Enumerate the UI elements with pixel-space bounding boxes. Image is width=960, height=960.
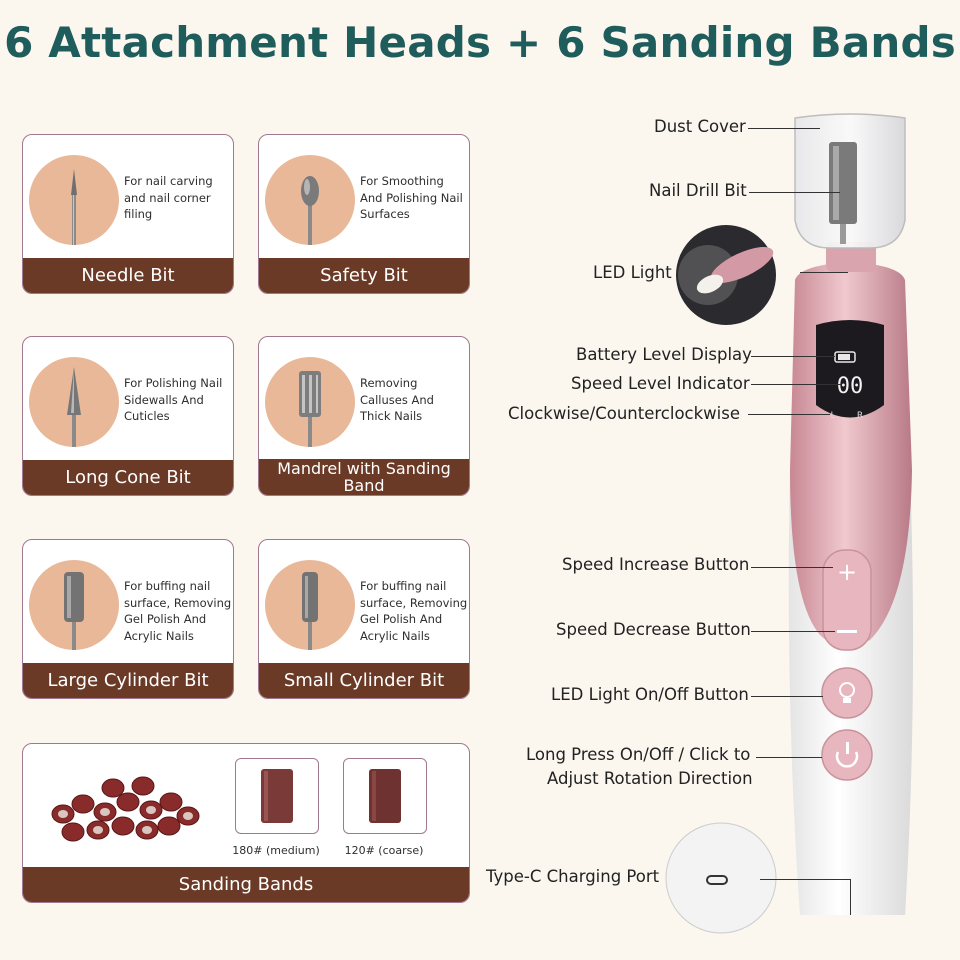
callout-power-button-line1: Long Press On/Off / Click to [526, 745, 751, 764]
attachment-card-safety: For Smoothing And Polishing Nail Surface… [258, 134, 470, 294]
safety-bit-icon [265, 155, 355, 245]
small-cylinder-bit-icon [265, 560, 355, 650]
callout-speed-level: Speed Level Indicator [571, 374, 750, 393]
leader-line [800, 272, 848, 273]
sanding-bands-label: Sanding Bands [23, 867, 469, 902]
callout-battery-level: Battery Level Display [576, 345, 752, 364]
callout-power-button-line2: Adjust Rotation Direction [547, 769, 753, 788]
attachment-desc: For buffing nail surface, Removing Gel P… [360, 579, 468, 643]
attachment-label: Safety Bit [259, 258, 469, 293]
attachment-label: Needle Bit [23, 258, 233, 293]
sanding-bands-card: 180# (medium) 120# (coarse) Sanding Band… [22, 743, 470, 903]
attachment-label: Small Cylinder Bit [259, 663, 469, 698]
leader-line [751, 384, 841, 385]
mandrel-bit-icon [265, 357, 355, 447]
band-coarse-swatch [343, 758, 427, 834]
attachment-card-mandrel: Removing Calluses And Thick Nails Mandre… [258, 336, 470, 496]
callout-speed-increase: Speed Increase Button [562, 555, 750, 574]
leader-line [748, 414, 830, 415]
callout-nail-drill-bit: Nail Drill Bit [649, 181, 747, 200]
band-medium-swatch [235, 758, 319, 834]
callout-led-button: LED Light On/Off Button [551, 685, 749, 704]
svg-text:00: 00 [837, 374, 864, 399]
leader-line [751, 631, 835, 632]
callout-dust-cover: Dust Cover [654, 117, 746, 136]
callout-rotation: Clockwise/Counterclockwise [508, 404, 740, 423]
sanding-bands-pile-image [51, 776, 200, 842]
grit-coarse-label: 120# (coarse) [344, 844, 424, 857]
grit-medium-label: 180# (medium) [232, 844, 320, 857]
page-title: 6 Attachment Heads + 6 Sanding Bands [4, 18, 956, 67]
callout-speed-decrease: Speed Decrease Button [556, 620, 751, 639]
svg-text:L: L [830, 411, 835, 421]
attachment-card-long-cone: For Polishing Nail Sidewalls And Cuticle… [22, 336, 234, 496]
attachment-desc: For Smoothing And Polishing Nail Surface… [360, 174, 463, 221]
leader-line [751, 696, 823, 697]
attachment-desc: Removing Calluses And Thick Nails [360, 376, 434, 423]
attachment-card-small-cylinder: For buffing nail surface, Removing Gel P… [258, 539, 470, 699]
callout-charging-port: Type-C Charging Port [486, 867, 660, 886]
large-cylinder-bit-icon [29, 560, 119, 650]
svg-text:+: + [837, 558, 857, 586]
attachment-label: Large Cylinder Bit [23, 663, 233, 698]
attachment-desc: For buffing nail surface, Removing Gel P… [124, 579, 232, 643]
leader-line [850, 879, 851, 915]
attachment-card-needle: For nail carving and nail corner filing … [22, 134, 234, 294]
leader-line [749, 192, 840, 193]
attachment-desc: For nail carving and nail corner filing [124, 174, 213, 221]
attachment-desc: For Polishing Nail Sidewalls And Cuticle… [124, 376, 223, 423]
leader-line [751, 567, 833, 568]
long-cone-bit-icon [29, 357, 119, 447]
leader-line [756, 757, 822, 758]
leader-line [748, 128, 820, 129]
svg-text:R: R [857, 411, 863, 421]
attachment-label: Long Cone Bit [23, 460, 233, 495]
callout-led-light: LED Light [593, 263, 672, 282]
attachment-card-large-cylinder: For buffing nail surface, Removing Gel P… [22, 539, 234, 699]
leader-line [760, 879, 850, 880]
leader-line [751, 356, 835, 357]
attachment-label: Mandrel with Sanding Band [259, 459, 469, 495]
needle-bit-icon [29, 155, 119, 245]
